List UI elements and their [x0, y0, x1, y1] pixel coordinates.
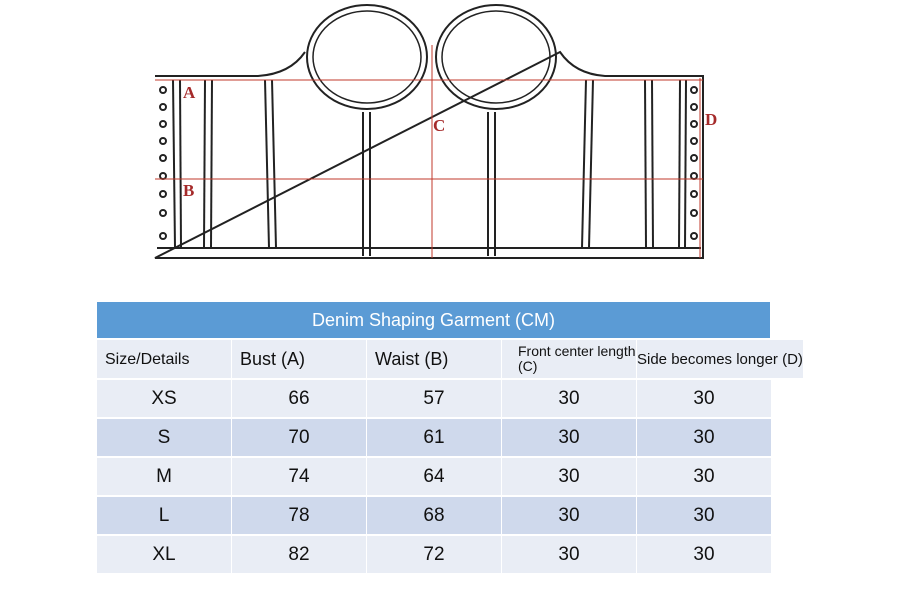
cell-side-length: 30: [637, 497, 771, 534]
corset-outline: [154, 50, 704, 259]
left-cup: [306, 4, 428, 110]
cell-size: XL: [97, 536, 231, 573]
cell-bust: 78: [232, 497, 366, 534]
cell-side-length: 30: [637, 536, 771, 573]
cell-front-length: 30: [502, 419, 636, 456]
cell-size: S: [97, 419, 231, 456]
size-table: Denim Shaping Garment (CM) Size/Details …: [97, 302, 803, 573]
eyelets: [159, 86, 698, 240]
cell-front-length: 30: [502, 458, 636, 495]
label-d: D: [705, 110, 717, 129]
cell-front-length: 30: [502, 497, 636, 534]
label-c: C: [433, 116, 445, 135]
cell-bust: 70: [232, 419, 366, 456]
header-bust: Bust (A): [232, 340, 366, 378]
cell-side-length: 30: [637, 419, 771, 456]
cell-waist: 72: [367, 536, 501, 573]
table-title: Denim Shaping Garment (CM): [97, 302, 770, 338]
header-front-length: Front center length (C): [502, 340, 636, 378]
cell-front-length: 30: [502, 380, 636, 417]
cell-waist: 57: [367, 380, 501, 417]
cell-size: XS: [97, 380, 231, 417]
table-header-row: Size/Details Bust (A) Waist (B) Front ce…: [97, 340, 803, 378]
cell-side-length: 30: [637, 458, 771, 495]
cell-bust: 82: [232, 536, 366, 573]
label-a: A: [183, 83, 196, 102]
cell-waist: 68: [367, 497, 501, 534]
label-b: B: [183, 181, 194, 200]
cell-size: M: [97, 458, 231, 495]
corset-diagram: A B C D: [154, 4, 717, 259]
cell-waist: 64: [367, 458, 501, 495]
header-size: Size/Details: [97, 340, 231, 378]
cell-waist: 61: [367, 419, 501, 456]
cell-size: L: [97, 497, 231, 534]
cell-front-length: 30: [502, 536, 636, 573]
header-waist: Waist (B): [367, 340, 501, 378]
cell-bust: 66: [232, 380, 366, 417]
right-cup: [435, 4, 557, 110]
cell-side-length: 30: [637, 380, 771, 417]
cell-bust: 74: [232, 458, 366, 495]
measure-lines: [155, 45, 703, 258]
header-side-length: Side becomes longer (D): [637, 340, 803, 378]
